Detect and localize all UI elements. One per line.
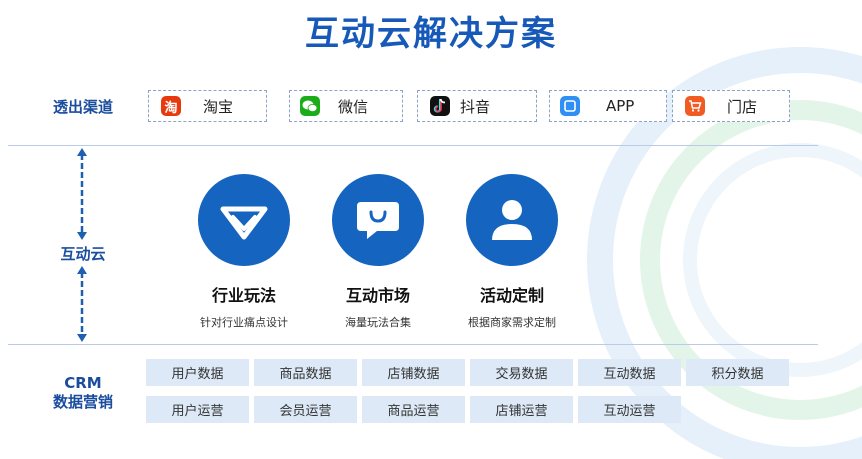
crm-row-label: CRM 数据营销	[38, 374, 128, 412]
custom-activity-circle	[466, 174, 558, 266]
wechat-icon	[300, 96, 320, 116]
channel-wechat[interactable]: 微信	[289, 90, 403, 122]
interactive-market-circle	[332, 174, 424, 266]
taobao-icon: 淘	[161, 96, 181, 116]
double-arrow-icon	[77, 148, 87, 240]
feature-title: 互动市场	[345, 286, 410, 305]
crm-cell: 交易数据	[470, 359, 573, 386]
page-title: 互动云解决方案	[305, 14, 557, 54]
diamond-chevron-icon	[220, 206, 268, 240]
crm-cell: 互动运营	[578, 396, 681, 423]
crm-cell: 互动数据	[578, 359, 681, 386]
crm-cell: 商品运营	[362, 396, 465, 423]
feature-subtitle: 根据商家需求定制	[468, 316, 556, 329]
double-arrow-icon	[77, 266, 87, 342]
channel-app[interactable]: APP	[549, 90, 667, 122]
crm-cell: 用户数据	[146, 359, 249, 386]
user-icon	[492, 200, 532, 240]
channels-row-label: 透出渠道	[52, 98, 113, 116]
taobao-icon-glyph: 淘	[164, 100, 178, 116]
crm-cell: 店铺数据	[362, 359, 465, 386]
channel-label: 淘宝	[203, 97, 234, 116]
cloud-row-label: 互动云	[60, 245, 106, 263]
channel-label: 门店	[727, 97, 758, 116]
store-cart-icon	[685, 96, 705, 116]
crm-cell: 会员运营	[254, 396, 357, 423]
crm-cell: 商品数据	[254, 359, 357, 386]
divider-bottom	[8, 344, 818, 345]
industry-play-circle	[198, 174, 290, 266]
crm-cell: 店铺运营	[470, 396, 573, 423]
crm-cell: 用户运营	[146, 396, 249, 423]
channel-taobao[interactable]: 淘 淘宝	[148, 90, 267, 122]
app-icon	[560, 96, 580, 116]
feature-subtitle: 海量玩法合集	[345, 316, 411, 329]
crm-cell: 积分数据	[686, 359, 789, 386]
divider-top	[8, 145, 818, 146]
channel-douyin[interactable]: 抖音	[417, 90, 537, 122]
crm-label-line2: 数据营销	[52, 393, 113, 411]
channel-store[interactable]: 门店	[672, 90, 790, 122]
crm-label-line1: CRM	[64, 374, 102, 392]
channel-label: 抖音	[460, 97, 491, 116]
feature-title: 活动定制	[479, 286, 544, 305]
feature-subtitle: 针对行业痛点设计	[200, 316, 288, 329]
feature-title: 行业玩法	[211, 286, 276, 305]
chat-bag-icon	[357, 202, 399, 239]
douyin-icon	[430, 96, 450, 116]
channel-label: 微信	[338, 97, 369, 116]
channel-label: APP	[606, 97, 635, 115]
